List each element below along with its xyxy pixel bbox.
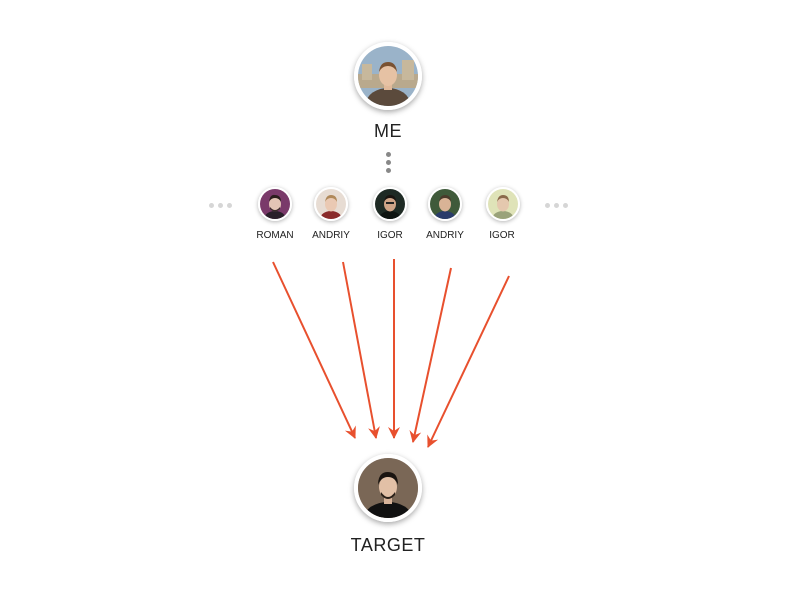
friend-label-igor-2: IGOR <box>489 230 515 241</box>
friend-label-andriy-2: ANDRIY <box>426 230 464 241</box>
friend-avatar-andriy-1[interactable] <box>314 187 348 221</box>
target-avatar[interactable] <box>354 454 422 522</box>
friend-photo <box>375 189 405 219</box>
more-left-dot-1 <box>209 203 214 208</box>
target-label: TARGET <box>350 535 426 555</box>
friend-label-igor-1: IGOR <box>377 230 403 241</box>
friend-avatar-igor-1[interactable] <box>373 187 407 221</box>
arrow-roman-to-target <box>272 261 356 439</box>
friend-avatar-andriy-2[interactable] <box>428 187 462 221</box>
friend-avatar-igor-2[interactable] <box>486 187 520 221</box>
ellipsis-vertical-2 <box>386 160 391 165</box>
friend-photo <box>488 189 518 219</box>
me-label: ME <box>374 121 402 141</box>
friend-avatar-roman[interactable] <box>258 187 292 221</box>
friend-label-andriy-1: ANDRIY <box>312 230 350 241</box>
arrow-andriy-1-to-target <box>342 261 380 439</box>
more-left-dot-3 <box>227 203 232 208</box>
me-photo <box>358 46 418 106</box>
me-avatar[interactable] <box>354 42 422 110</box>
more-left-dot-2 <box>218 203 223 208</box>
ellipsis-vertical-3 <box>386 168 391 173</box>
more-right-dot-1 <box>545 203 550 208</box>
friend-photo <box>316 189 346 219</box>
target-photo <box>358 458 418 518</box>
friend-photo <box>430 189 460 219</box>
more-right-dot-3 <box>563 203 568 208</box>
friend-label-roman: ROMAN <box>256 230 294 241</box>
arrow-igor-2-to-target <box>427 275 510 448</box>
more-right-dot-2 <box>554 203 559 208</box>
ellipsis-vertical-1 <box>386 152 391 157</box>
arrow-andriy-2-to-target <box>409 267 452 443</box>
friend-photo <box>260 189 290 219</box>
